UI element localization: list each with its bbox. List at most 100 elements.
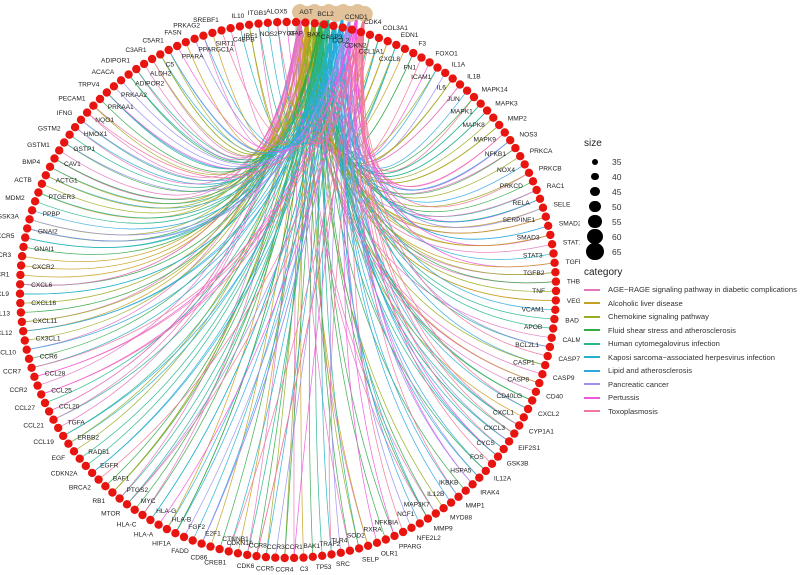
size-legend-label: 45 (612, 186, 622, 197)
gene-node (139, 59, 149, 69)
gene-label: PTGER3 (49, 194, 76, 201)
gene-node (381, 535, 390, 544)
gene-node (468, 480, 477, 489)
gene-label: ADIPOR2 (135, 81, 164, 88)
category-legend-label: Pertussis (608, 393, 640, 403)
gene-label: RELA (512, 200, 530, 207)
gene-category-edge (228, 13, 366, 552)
gene-label: BRCA2 (69, 485, 91, 492)
gene-label: TP53 (316, 564, 332, 571)
gene-label: THBD (567, 279, 580, 286)
gene-label: ICAM1 (411, 74, 431, 81)
gene-label: PPARA (182, 53, 204, 60)
gene-node (27, 206, 37, 215)
gene-node (173, 41, 182, 51)
size-legend-title: size (584, 138, 602, 149)
gene-node (179, 532, 189, 542)
gene-category-edge (183, 13, 351, 538)
category-color-swatch (584, 329, 600, 332)
gene-node (409, 48, 418, 58)
gene-node (30, 197, 40, 206)
gene-node (254, 19, 263, 28)
gene-node (70, 123, 80, 132)
gene-node (519, 413, 528, 422)
gene-label: MAPK14 (482, 86, 508, 93)
gene-label: MMP2 (508, 116, 527, 123)
gene-category-edge (321, 13, 466, 491)
category-legend-title: category (584, 267, 623, 278)
gene-label: SOD2 (347, 533, 365, 540)
gene-node (372, 538, 382, 547)
gene-category-edge (119, 11, 301, 499)
gene-label: CCR2 (9, 387, 27, 394)
gene-label: CXCL3 (484, 425, 506, 432)
gene-category-edge (38, 13, 308, 219)
gene-label: C4BPB (233, 36, 255, 43)
size-legend-dot (586, 242, 604, 261)
gene-category-edge (203, 11, 301, 149)
gene-node (506, 136, 515, 145)
category-legend: AGE−RAGE signaling pathway in diabetic c… (584, 283, 798, 418)
gene-label: IRAK4 (480, 490, 499, 497)
gene-node (30, 372, 39, 381)
gene-node (551, 296, 560, 305)
gene-label: CCL1A1 (359, 49, 384, 56)
gene-label: BAX (307, 32, 321, 39)
gene-node (171, 529, 180, 538)
gene-label: GSK3A (0, 214, 19, 221)
gene-label: IRF1 (244, 33, 259, 40)
gene-category-edge (248, 11, 315, 145)
gene-category-edge (361, 13, 515, 434)
gene-label: EDN1 (401, 32, 419, 39)
gene-label: CCND1 (345, 14, 368, 21)
gene-node (94, 475, 103, 484)
size-legend-item: 65 (584, 242, 798, 261)
gene-category-edge (126, 13, 366, 505)
category-legend-item: Toxoplasmosis (584, 405, 798, 419)
gene-label: NOX4 (497, 167, 515, 174)
gene-label: MAP3K7 (404, 502, 430, 509)
gene-node (423, 514, 433, 523)
gene-node (233, 549, 243, 558)
size-legend-label: 50 (612, 201, 622, 212)
gene-node (363, 541, 373, 550)
gene-node (252, 551, 261, 561)
gene-label: CYCS (476, 440, 495, 447)
gene-category-edge (176, 11, 358, 152)
gene-category-edge (80, 11, 330, 181)
gene-category-edge (293, 11, 358, 558)
gene-label: PRKAG2 (173, 23, 200, 30)
gene-label: FN1 (404, 65, 417, 72)
gene-label: SIRT1 (216, 41, 235, 48)
gene-category-edge (276, 13, 366, 145)
gene-category-edge (79, 11, 330, 460)
gene-label: CASP7 (558, 356, 580, 363)
gene-node (482, 106, 492, 115)
gene-label: FADD (171, 548, 189, 555)
gene-label: NQO1 (95, 117, 114, 124)
gene-label: NOS3 (519, 131, 537, 138)
gene-node (244, 20, 254, 29)
size-legend-item: 45 (584, 184, 798, 199)
gene-category-edge (63, 13, 322, 192)
gene-label: APOB (524, 324, 543, 331)
gene-category-edge (106, 11, 358, 170)
gene-node (217, 26, 226, 35)
gene-category-edge (20, 13, 322, 313)
gene-label: FOXO1 (435, 50, 458, 57)
gene-label: CXCL11 (33, 318, 58, 325)
gene-node (271, 553, 280, 562)
size-legend-dot (588, 214, 602, 229)
gene-label: SELP (362, 556, 379, 563)
gene-node (108, 488, 117, 497)
gene-label: CD86 (190, 554, 207, 561)
category-legend-label: Fluid shear stress and atherosclerosis (608, 325, 736, 335)
gene-label: GSK3B (507, 461, 530, 468)
gene-label: PRKAA2 (121, 92, 147, 99)
gene-label: CCR3 (267, 544, 285, 551)
gene-node (547, 240, 557, 249)
gene-label: CALM3 (563, 337, 581, 344)
gene-node (81, 461, 91, 471)
gene-label: HLA-B (172, 517, 192, 524)
gene-label: JUN (447, 96, 460, 103)
